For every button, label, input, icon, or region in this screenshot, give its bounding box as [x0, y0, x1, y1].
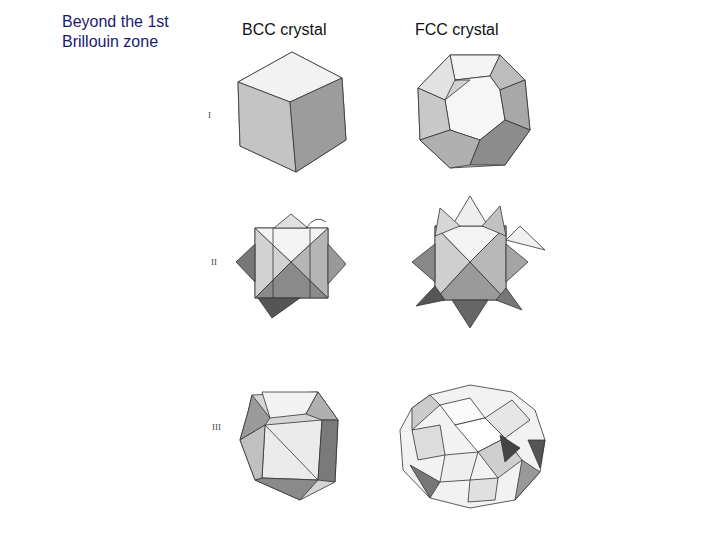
column-heading: BCC crystal: [242, 20, 326, 40]
fcc-zone-1: [418, 55, 530, 168]
zone-number: III: [212, 422, 221, 432]
fcc-zone-2: [412, 196, 545, 328]
slide-title: Beyond the 1st Brillouin zone: [62, 12, 192, 52]
fcc-zone-3: [400, 385, 545, 508]
bcc-zone-3: [240, 392, 338, 500]
zone-number: I: [208, 110, 211, 120]
column-heading: FCC crystal: [415, 20, 499, 40]
bcc-zone-2: [236, 214, 346, 318]
zone-number: II: [211, 257, 217, 267]
bcc-zone-1: [238, 52, 346, 172]
